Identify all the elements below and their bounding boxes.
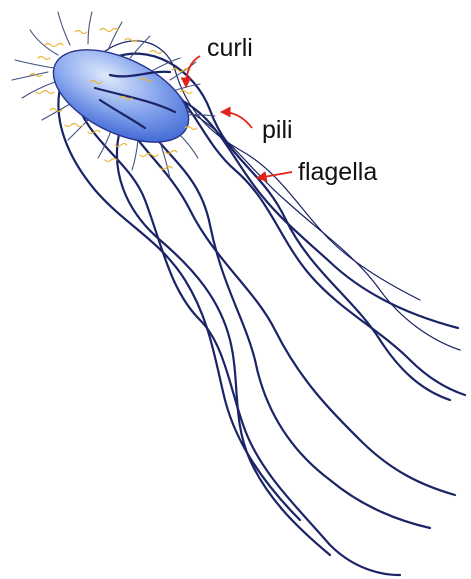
- pilus: [15, 60, 54, 68]
- curlus: [36, 91, 54, 94]
- cell-body: [39, 31, 203, 162]
- pilus: [58, 12, 70, 45]
- curlus: [65, 124, 83, 127]
- pili-label: pili: [262, 116, 293, 144]
- curlus: [105, 159, 117, 162]
- pilus: [12, 72, 48, 80]
- curlus: [38, 57, 50, 60]
- flagellum: [170, 95, 458, 328]
- curlus: [100, 29, 118, 32]
- pilus: [88, 12, 92, 44]
- pilus: [180, 135, 198, 158]
- flagellum: [58, 80, 300, 520]
- flagellum: [140, 118, 430, 528]
- pilus: [68, 118, 90, 140]
- flagellum: [117, 130, 330, 555]
- pili-arrow: [222, 112, 252, 128]
- flagella-label: flagella: [298, 158, 377, 186]
- curlus: [140, 154, 158, 157]
- curlus: [150, 51, 162, 54]
- curlus: [75, 31, 87, 34]
- pilus: [22, 82, 55, 98]
- curlus: [45, 44, 63, 47]
- flagellum: [150, 75, 465, 395]
- pilus: [185, 115, 215, 116]
- pilus: [132, 140, 138, 170]
- pilus: [42, 104, 70, 120]
- pilus: [30, 30, 58, 55]
- curli-label: curli: [207, 34, 253, 62]
- curlus: [180, 91, 192, 94]
